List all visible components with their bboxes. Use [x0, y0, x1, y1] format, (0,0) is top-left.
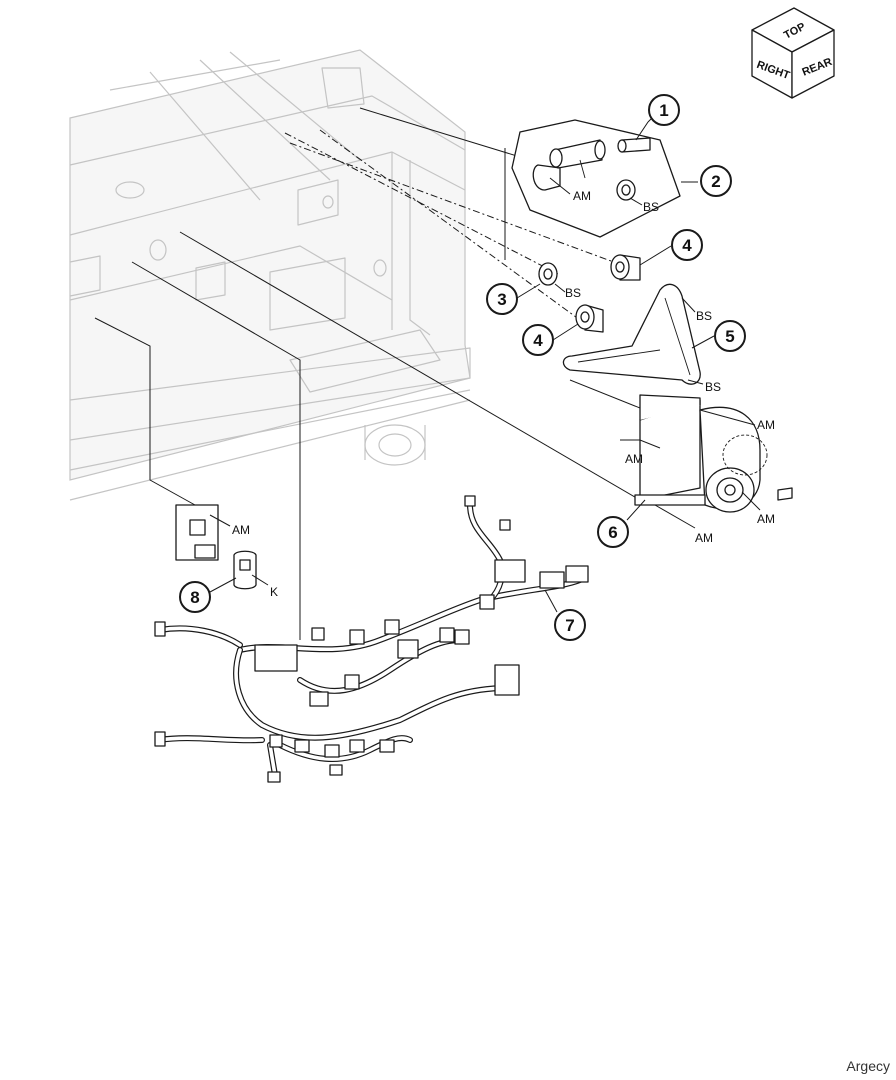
tag-bs-shaft-bushing: BS: [643, 200, 659, 214]
shaft-kit: [511, 119, 681, 238]
callout-4-top: 4: [671, 229, 703, 261]
tag-am-sensor-bracket: AM: [232, 523, 250, 537]
drive-belt: [562, 283, 701, 385]
wiring-harness: [154, 495, 589, 783]
svg-text:2: 2: [711, 172, 720, 191]
callout-8: 8: [179, 581, 211, 613]
svg-text:7: 7: [565, 616, 574, 635]
bushings: [538, 254, 641, 333]
callouts: 1 2 3 4 4 5 6: [179, 94, 746, 641]
callout-1: 1: [648, 94, 680, 126]
callout-3: 3: [486, 283, 518, 315]
callout-7: 7: [554, 609, 586, 641]
annotation-tags: AM BS BS BS BS AM AM AM AM AM K: [209, 177, 775, 599]
svg-text:4: 4: [533, 331, 543, 350]
tag-am-motor-top: AM: [757, 418, 775, 432]
callout-4-bottom: 4: [522, 324, 554, 356]
tag-am-motor-bracket: AM: [695, 531, 713, 545]
motor-assembly: [634, 394, 793, 513]
tag-am-bracket-shaft: AM: [573, 189, 591, 203]
sensor-bracket: [175, 504, 257, 590]
callout-2: 2: [700, 165, 732, 197]
tag-am-motor-gear: AM: [757, 512, 775, 526]
svg-text:8: 8: [190, 588, 199, 607]
tag-bs-bushing-3: BS: [565, 286, 581, 300]
svg-text:1: 1: [659, 101, 668, 120]
tag-bs-belt-top: BS: [696, 309, 712, 323]
callout-5: 5: [714, 320, 746, 352]
tag-k-sensor: K: [270, 585, 278, 599]
watermark: Argecy: [846, 1058, 890, 1074]
tag-bs-belt-bottom: BS: [705, 380, 721, 394]
orientation-cube: TOP RIGHT REAR: [751, 7, 835, 99]
svg-text:6: 6: [608, 523, 617, 542]
svg-text:4: 4: [682, 236, 692, 255]
leader-lines: [94, 107, 646, 640]
printer-frame: [69, 49, 471, 501]
tag-am-motor-left: AM: [625, 452, 643, 466]
svg-text:5: 5: [725, 327, 734, 346]
callout-6: 6: [597, 516, 629, 548]
svg-text:3: 3: [497, 290, 506, 309]
